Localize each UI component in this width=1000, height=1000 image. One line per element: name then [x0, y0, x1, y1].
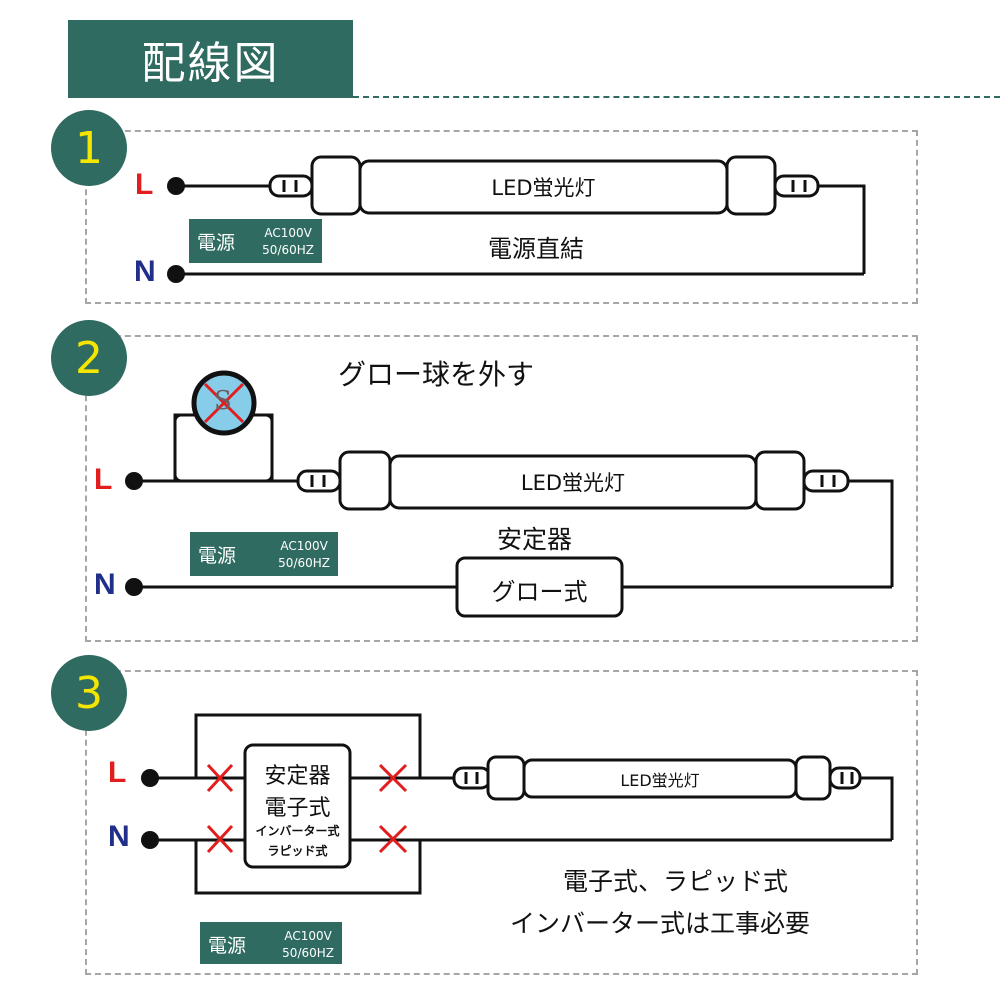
- terminal-n-2: [125, 578, 143, 596]
- cut-mark-icon: [206, 824, 234, 854]
- step-2-badge: 2: [51, 320, 127, 396]
- lamp-label: LED蛍光灯: [520, 471, 626, 495]
- cut-mark-icon: [378, 824, 408, 854]
- panel-3-frame: [85, 670, 918, 975]
- ballast-label-line-4: ラピッド式: [267, 844, 328, 858]
- step-1-badge: 1: [51, 110, 127, 186]
- page-title: 配線図: [68, 20, 353, 98]
- panel-3-note-line-1: 電子式、ラピッド式: [563, 867, 789, 896]
- panel-1-frame: [85, 130, 918, 304]
- panel-2-lamp: [296, 450, 850, 511]
- ballast-label-line-1: 安定器: [264, 764, 331, 789]
- lamp-label: LED蛍光灯: [491, 176, 596, 200]
- panel-1-lamp: [268, 155, 820, 216]
- panel-3-lamp: [452, 755, 862, 801]
- panel-2-title: グロー球を外す: [338, 358, 535, 391]
- header-divider: [353, 96, 1000, 98]
- live-label: L: [108, 756, 127, 789]
- panel-3-note-line-2: インバーター式は工事必要: [510, 909, 811, 938]
- glow-ballast-label: グロー式: [491, 578, 588, 606]
- terminal-n-3: [141, 831, 159, 849]
- neutral-label: N: [108, 820, 130, 853]
- panel-3-wiring: [150, 713, 894, 895]
- live-label: L: [94, 463, 113, 496]
- glow-starter-icon: [191, 370, 257, 436]
- live-label: L: [135, 168, 154, 201]
- panel-3-ballast-box: [243, 743, 352, 869]
- terminal-l-2: [125, 472, 143, 490]
- cut-mark-icon: [378, 763, 408, 793]
- panel-1-wiring: [176, 184, 866, 276]
- direct-connection-caption: 電源直結: [488, 235, 584, 263]
- lamp-label: LED蛍光灯: [620, 771, 700, 790]
- starter-letter: S: [214, 386, 232, 416]
- step-3-badge: 3: [51, 655, 127, 731]
- power-label: 電源: [198, 545, 237, 567]
- terminal-l-3: [141, 769, 159, 787]
- ballast-label-line-3: インバーター式: [255, 824, 340, 838]
- power-label: 電源: [197, 232, 236, 254]
- terminal-l-1: [167, 177, 185, 195]
- cut-marks: [206, 763, 408, 854]
- panel-2-ballast-box: [455, 556, 624, 618]
- terminal-n-1: [167, 265, 185, 283]
- ballast-label-line-2: 電子式: [264, 796, 331, 821]
- neutral-label: N: [94, 568, 116, 601]
- panel-2-frame: [85, 335, 918, 642]
- cut-mark-icon: [206, 763, 234, 793]
- power-label: 電源: [208, 935, 247, 957]
- ballast-title: 安定器: [497, 525, 573, 554]
- neutral-label: N: [134, 255, 156, 288]
